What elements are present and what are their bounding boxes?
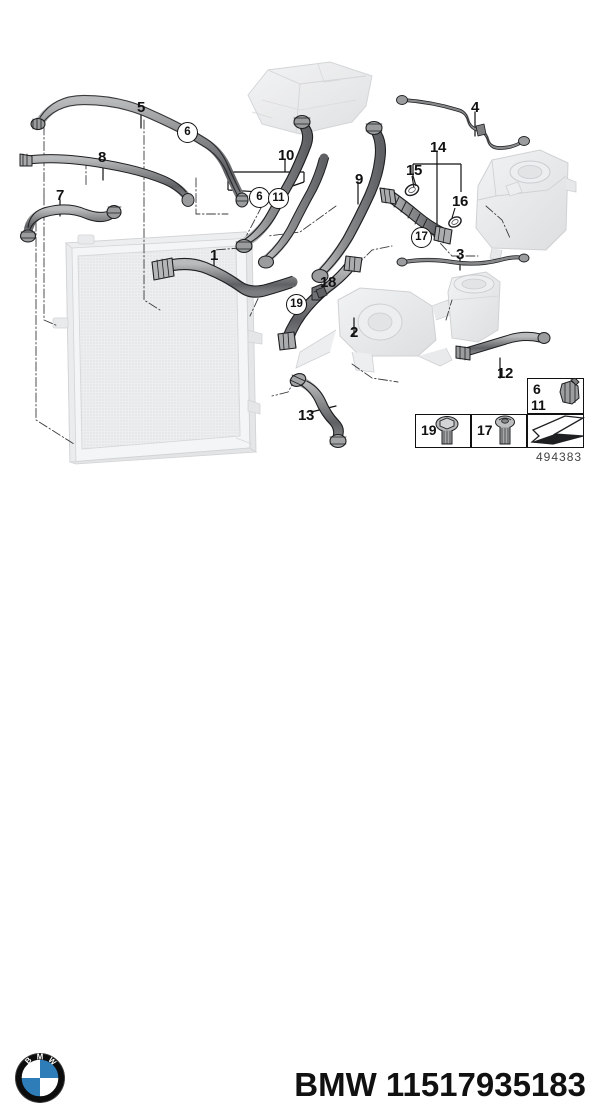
locator-chain-lines xyxy=(35,119,511,445)
hose-12-end-left xyxy=(455,345,471,361)
hose-clamp-icon xyxy=(559,378,580,405)
callout-7[interactable]: 7 xyxy=(56,187,65,204)
hose-2-end-top xyxy=(343,255,363,273)
hose-10-top-connector xyxy=(293,114,311,130)
hose-8-end-right xyxy=(181,193,195,207)
tube-4-end-right xyxy=(518,136,530,146)
figure-number: 494383 xyxy=(536,450,583,464)
bmw-roundel-logo: B M W xyxy=(15,1052,65,1103)
bolt-19-on-bracket xyxy=(315,286,328,299)
legend-label-19: 19 xyxy=(421,422,437,438)
hose-1 xyxy=(151,257,298,298)
callout-18[interactable]: 18 xyxy=(320,274,337,291)
callout-9[interactable]: 9 xyxy=(355,171,364,188)
hose-7 xyxy=(19,204,122,243)
oring-16 xyxy=(448,216,462,228)
hose-7-end-bottom xyxy=(19,229,37,243)
callout-circled-19[interactable]: 19 xyxy=(286,294,307,315)
hose-13-end-bottom xyxy=(329,433,347,449)
footer-bar: B M W BMW 11517935183 xyxy=(0,520,600,1103)
callout-circled-6a[interactable]: 6 xyxy=(177,122,198,143)
cooling-system-illustration xyxy=(19,61,577,465)
callout-circled-17[interactable]: 17 xyxy=(411,227,432,248)
callout-3[interactable]: 3 xyxy=(456,246,465,263)
hose-group xyxy=(19,94,551,449)
hose-14-ribs xyxy=(393,196,428,230)
hose-8 xyxy=(19,153,195,207)
legend-label-17: 17 xyxy=(477,422,493,438)
part-number-text: BMW 11517935183 xyxy=(294,1066,586,1103)
oring-15 xyxy=(404,183,420,197)
hose-9 xyxy=(311,120,387,284)
callout-14[interactable]: 14 xyxy=(430,139,447,156)
hose-2-end-bottom xyxy=(277,331,297,351)
hose-14-end-upper xyxy=(379,187,397,205)
svg-text:M: M xyxy=(37,1052,44,1061)
tube-4 xyxy=(396,95,530,150)
hose-11 xyxy=(257,153,330,269)
hose-1-connector-left xyxy=(151,257,175,281)
tube-4-clip xyxy=(475,123,487,137)
expansion-tank-ghost xyxy=(475,149,577,261)
legend-label-11: 11 xyxy=(531,397,546,413)
hose-5-end-left xyxy=(30,117,46,131)
callout-12[interactable]: 12 xyxy=(497,365,514,382)
callout-5[interactable]: 5 xyxy=(137,99,146,116)
hose-12 xyxy=(455,331,551,361)
hose-13-end-left xyxy=(289,373,307,387)
hose-14-end-lower xyxy=(433,225,453,245)
hose-10-bottom-connector xyxy=(235,238,253,254)
hose-5-end-right xyxy=(235,192,249,208)
legend-icons xyxy=(435,378,585,445)
small-reservoir-ghost xyxy=(447,271,501,343)
legend-label-6: 6 xyxy=(533,381,541,397)
hose-7-end-right xyxy=(106,204,122,220)
hex-flange-bolt-icon xyxy=(435,416,459,445)
callout-10[interactable]: 10 xyxy=(278,147,295,164)
tube-3 xyxy=(396,253,530,267)
callout-2[interactable]: 2 xyxy=(350,324,359,341)
callout-circled-6b[interactable]: 6 xyxy=(249,187,270,208)
callout-16[interactable]: 16 xyxy=(452,193,469,210)
callout-circled-11[interactable]: 11 xyxy=(268,188,289,209)
torx-screw-icon xyxy=(495,415,515,445)
hose-9-top-connector xyxy=(365,120,383,136)
hose-10 xyxy=(235,114,314,254)
callout-15[interactable]: 15 xyxy=(406,162,423,179)
direction-arrow-icon xyxy=(530,415,585,445)
callout-1[interactable]: 1 xyxy=(210,247,219,264)
hose-8-end-left xyxy=(19,153,33,167)
tube-4-end-left xyxy=(396,95,408,105)
hose-14-assembly xyxy=(379,187,453,245)
callout-4[interactable]: 4 xyxy=(471,99,480,116)
callout-8[interactable]: 8 xyxy=(98,149,107,166)
engine-block-ghost xyxy=(247,61,373,135)
hose-9-bottom-connector xyxy=(311,268,329,284)
hose-12-end-right xyxy=(537,332,551,344)
hose-13 xyxy=(289,373,347,449)
callout-13[interactable]: 13 xyxy=(298,407,315,424)
hose-5 xyxy=(30,94,249,208)
water-pump-ghost xyxy=(295,287,453,373)
